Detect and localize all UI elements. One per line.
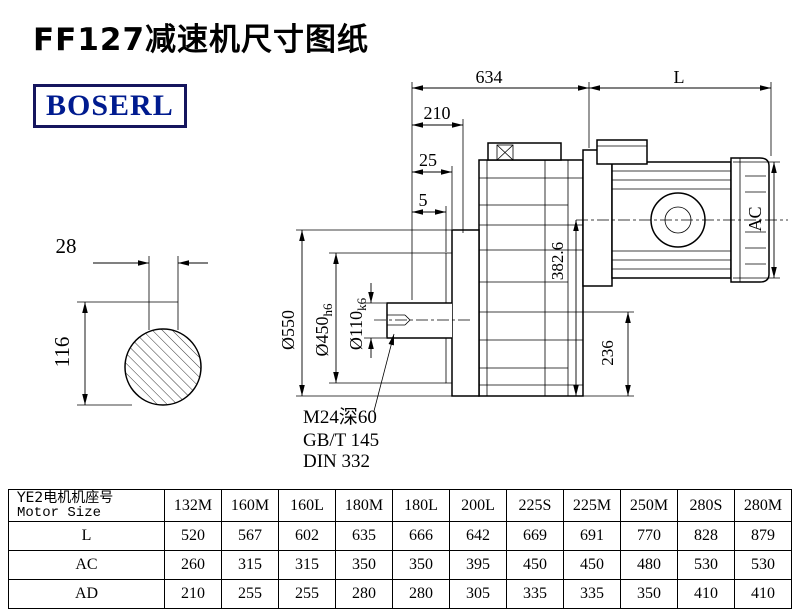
- dim-spigot-label: Ø450h6: [312, 303, 335, 357]
- note-standard-din: DIN 332: [303, 451, 370, 472]
- note-standard-gb: GB/T 145: [303, 430, 379, 451]
- dim-shaft-label: Ø110k6: [346, 297, 369, 350]
- motor-size-header-en: Motor Size: [17, 505, 102, 521]
- table-cell: 350: [335, 550, 393, 580]
- note-center-hole: M24深60: [303, 406, 377, 428]
- table-cell: 350: [620, 579, 678, 609]
- column-header: 200L: [449, 489, 507, 522]
- table-cell: 260: [164, 550, 222, 580]
- table-cell: 828: [677, 521, 735, 551]
- table-row: AC 260 315 315 350 350 395 450 450 480 5…: [8, 550, 792, 580]
- table-cell: 530: [734, 550, 792, 580]
- terminal-box: [596, 139, 648, 165]
- table-cell: 280: [335, 579, 393, 609]
- gear-housing: [478, 159, 584, 397]
- table-cell: 602: [278, 521, 336, 551]
- dim-210-label: 210: [424, 103, 451, 123]
- dim-25-label: 25: [419, 150, 437, 170]
- table-cell: 335: [563, 579, 621, 609]
- table-cell: 410: [677, 579, 735, 609]
- dim-key-width-label: 28: [56, 234, 77, 258]
- dim-382-label: 382.6: [548, 242, 567, 280]
- motor-assembly: [576, 139, 788, 287]
- column-header: 250M: [620, 489, 678, 522]
- breather-plug-icon: [496, 144, 514, 161]
- table-cell: 669: [506, 521, 564, 551]
- center-hole-notes: M24深60 GB/T 145 DIN 332: [303, 406, 379, 472]
- dim-flange-od-label: Ø550: [278, 310, 298, 350]
- table-cell: 280: [392, 579, 450, 609]
- column-header: 132M: [164, 489, 222, 522]
- table-row: AD 210 255 255 280 280 305 335 335 350 4…: [8, 579, 792, 609]
- table-cell: 879: [734, 521, 792, 551]
- column-header: 280M: [734, 489, 792, 522]
- output-shaft: [386, 302, 452, 339]
- motor-size-header-cn: YE2电机机座号: [17, 490, 114, 506]
- column-header: 225S: [506, 489, 564, 522]
- shaft-end-view: [124, 256, 202, 406]
- table-cell: 770: [620, 521, 678, 551]
- table-cell: 666: [392, 521, 450, 551]
- row-label: L: [8, 521, 165, 551]
- column-header: 225M: [563, 489, 621, 522]
- column-header: 160M: [221, 489, 279, 522]
- column-header: 180L: [392, 489, 450, 522]
- table-cell: 315: [221, 550, 279, 580]
- brand-logo: BOSERL: [33, 84, 187, 128]
- dim-236-label: 236: [598, 340, 617, 366]
- table-cell: 395: [449, 550, 507, 580]
- dimensions: 634 L 210 25 5 Ø550 Ø450h6 Ø110k6 382.6 …: [50, 67, 780, 412]
- table-cell: 635: [335, 521, 393, 551]
- motor-size-table: YE2电机机座号 Motor Size 132M 160M 160L 180M …: [8, 489, 792, 609]
- table-cell: 520: [164, 521, 222, 551]
- table-cell: 410: [734, 579, 792, 609]
- table-cell: 335: [506, 579, 564, 609]
- column-header: 160L: [278, 489, 336, 522]
- table-cell: 210: [164, 579, 222, 609]
- table-cell: 305: [449, 579, 507, 609]
- table-cell: 450: [506, 550, 564, 580]
- dim-motor-od-label: AC: [745, 206, 765, 231]
- reducer-side-view: [374, 142, 584, 397]
- output-flange: [451, 229, 480, 397]
- row-label: AC: [8, 550, 165, 580]
- table-cell: 530: [677, 550, 735, 580]
- dim-motor-length-label: L: [674, 67, 685, 87]
- motor-size-header-cell: YE2电机机座号 Motor Size: [8, 489, 165, 522]
- housing-top-cap: [487, 142, 562, 161]
- dim-5-label: 5: [419, 190, 428, 210]
- table-cell: 350: [392, 550, 450, 580]
- table-header-row: YE2电机机座号 Motor Size 132M 160M 160L 180M …: [8, 489, 792, 522]
- table-cell: 255: [278, 579, 336, 609]
- table-cell: 480: [620, 550, 678, 580]
- column-header: 280S: [677, 489, 735, 522]
- table-cell: 691: [563, 521, 621, 551]
- dim-total-length-label: 634: [476, 67, 503, 87]
- table-cell: 255: [221, 579, 279, 609]
- dim-116-label: 116: [50, 337, 74, 368]
- table-cell: 315: [278, 550, 336, 580]
- table-cell: 642: [449, 521, 507, 551]
- row-label: AD: [8, 579, 165, 609]
- dimension-table-section: YE2电机机座号 Motor Size 132M 160M 160L 180M …: [8, 489, 792, 609]
- table-row: L 520 567 602 635 666 642 669 691 770 82…: [8, 521, 792, 551]
- column-header: 180M: [335, 489, 393, 522]
- table-cell: 450: [563, 550, 621, 580]
- table-cell: 567: [221, 521, 279, 551]
- motor-adapter: [582, 149, 613, 287]
- page-title: FF127减速机尺寸图纸: [33, 22, 370, 58]
